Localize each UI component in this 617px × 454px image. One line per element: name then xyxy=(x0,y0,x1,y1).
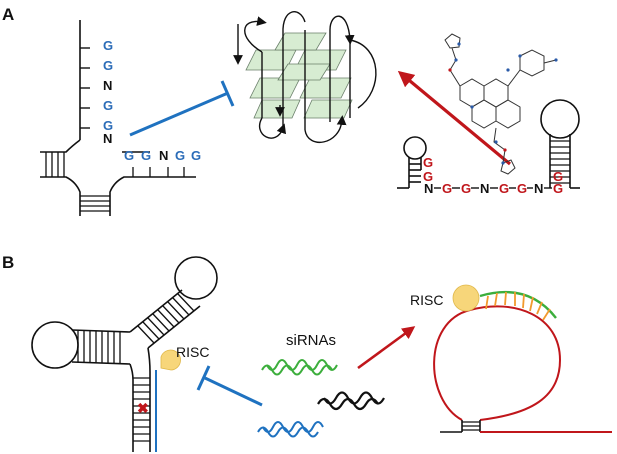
sirnas-label: siRNAs xyxy=(286,332,336,349)
mismatch-mark: ✖ xyxy=(137,400,149,416)
activation-arrow-b xyxy=(357,326,416,370)
tail-letter: G xyxy=(175,148,185,163)
ligand-molecule xyxy=(444,33,558,175)
right-letter: G xyxy=(553,181,563,196)
right-letter: G xyxy=(423,155,433,170)
left-arm-rungs xyxy=(77,331,121,363)
right-hairpin-small-loop xyxy=(403,136,427,160)
inhibition-symbol-b xyxy=(196,365,263,407)
guide-target-pairs xyxy=(485,291,551,321)
lower-stem-right xyxy=(147,347,151,452)
bottom-helix-rungs xyxy=(80,195,110,212)
activation-arrow-a xyxy=(397,70,512,166)
right-letter: N xyxy=(534,181,543,196)
stem-letter: G xyxy=(103,98,113,113)
right-letter: N xyxy=(424,181,433,196)
lower-stem-rungs xyxy=(133,377,150,442)
pre-mirna-structure xyxy=(31,256,218,452)
right-letter: G xyxy=(442,181,452,196)
right-letter: G xyxy=(423,169,433,184)
upper-arm-rungs xyxy=(137,293,195,344)
left-rna-structure xyxy=(40,20,196,216)
g4-strands xyxy=(233,11,377,143)
tail-letter: G xyxy=(191,148,201,163)
tail-letter: G xyxy=(141,148,151,163)
panel-b-label: B xyxy=(2,253,14,272)
g-quadruplex xyxy=(233,11,377,143)
panel-a-label: A xyxy=(2,5,14,24)
right-letter: G xyxy=(553,169,563,184)
sirna-black xyxy=(317,391,385,411)
junction-left-top xyxy=(40,139,81,153)
left-helix-rungs xyxy=(45,152,65,177)
stem-ticks xyxy=(80,47,90,129)
junction-right-bottom xyxy=(109,176,196,216)
right-hairpin-large-loop xyxy=(540,99,580,139)
bound-guide-strand xyxy=(479,290,557,319)
risc-left-label: RISC xyxy=(176,344,209,360)
right-rna-structure xyxy=(397,99,580,189)
tail-letter: G xyxy=(124,148,134,163)
stem-letter: G xyxy=(103,58,113,73)
stem-letter: G xyxy=(103,118,113,133)
stem-letter: G xyxy=(103,38,113,53)
risc-left-icon xyxy=(160,349,181,371)
upper-arm-loop xyxy=(174,256,218,300)
sirna-green xyxy=(261,359,338,376)
risc-right-icon xyxy=(452,284,480,312)
right-letter: G xyxy=(499,181,509,196)
tail-ticks xyxy=(132,167,185,177)
right-letter: G xyxy=(517,181,527,196)
stem-letter: N xyxy=(103,78,112,93)
target-mrna-structure xyxy=(433,290,612,433)
right-letter: G xyxy=(461,181,471,196)
inhibition-symbol-a xyxy=(129,80,235,137)
lower-stem-left xyxy=(129,363,134,452)
tail-letter: N xyxy=(159,148,168,163)
left-tail-letters: G G N G G xyxy=(124,148,201,163)
junction-left-bottom xyxy=(40,176,81,216)
right-letter: N xyxy=(480,181,489,196)
stem-letter: N xyxy=(103,131,112,146)
left-stem-letters: G G N G G N xyxy=(103,38,113,146)
left-arm-loop xyxy=(31,321,79,369)
target-loop xyxy=(433,305,562,421)
sirna-blue xyxy=(257,421,324,438)
risc-right-label: RISC xyxy=(410,292,443,308)
right-g-rich-sequence: G G N G G N G G N G G xyxy=(423,155,563,196)
